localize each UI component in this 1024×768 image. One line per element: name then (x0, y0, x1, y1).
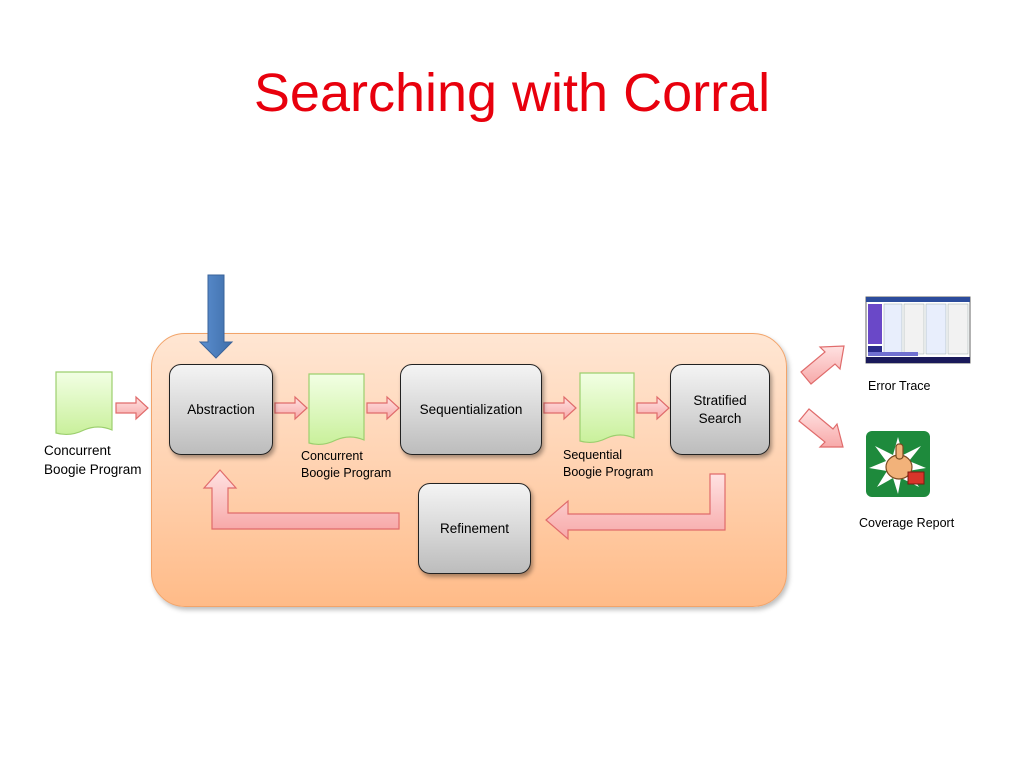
thumbs-up-icon (866, 431, 930, 497)
arrow-refinement-to-abstraction (202, 469, 400, 530)
concurrent-program-label: Concurrent Boogie Program (301, 449, 392, 480)
input-program-label: Concurrent Boogie Program (44, 443, 142, 477)
document-icon-input (55, 371, 113, 436)
sequential-program-label: Sequential Boogie Program (563, 448, 654, 479)
sequentialization-node[interactable]: Sequentialization (400, 364, 542, 455)
document-icon-sequential (579, 372, 635, 444)
document-icon-concurrent (308, 373, 365, 446)
arrow-abstraction-to-doc (274, 395, 308, 421)
refinement-node[interactable]: Refinement (418, 483, 531, 574)
input-arrow (198, 274, 234, 359)
arrow-to-error-trace (800, 345, 845, 385)
abstraction-node[interactable]: Abstraction (169, 364, 273, 455)
error-trace-label: Error Trace (868, 379, 931, 393)
stratified-search-node[interactable]: Stratified Search (670, 364, 770, 455)
arrow-doc-to-search (636, 395, 670, 421)
slide-title: Searching with Corral (253, 63, 771, 123)
error-trace-screenshot-icon (865, 296, 971, 364)
arrow-sequentialization-to-doc (543, 395, 577, 421)
arrow-search-to-refinement (545, 473, 726, 541)
arrow-to-coverage-report (798, 408, 844, 448)
arrow-input-to-abstraction (115, 395, 149, 421)
coverage-report-label: Coverage Report (859, 516, 955, 530)
arrow-doc-to-sequentialization (366, 395, 400, 421)
